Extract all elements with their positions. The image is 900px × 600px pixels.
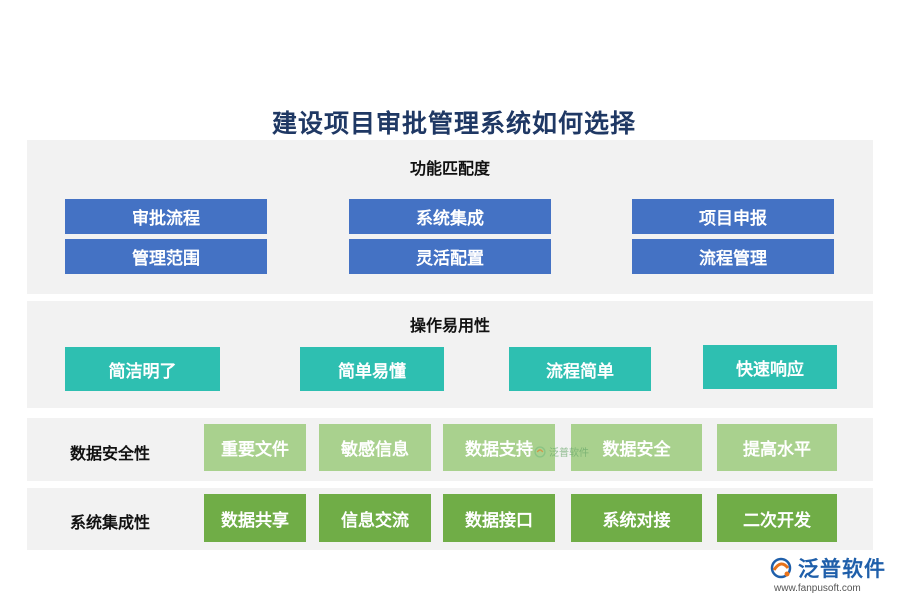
integration-item-info-exchange: 信息交流 <box>319 494 431 542</box>
small-watermark-text: 泛普软件 <box>549 448 589 459</box>
usability-item-simple-process: 流程简单 <box>509 347 651 391</box>
security-item-data-security: 数据安全 <box>571 424 702 471</box>
logo-swirl-icon <box>534 445 546 458</box>
integration-item-data-interface: 数据接口 <box>443 494 555 542</box>
function-match-title: 功能匹配度 <box>409 159 490 178</box>
security-item-important-files: 重要文件 <box>204 424 306 471</box>
security-item-improve-level: 提高水平 <box>717 424 837 471</box>
usability-item-fast-response: 快速响应 <box>703 345 837 389</box>
function-item-management-scope: 管理范围 <box>65 239 267 274</box>
integration-item-system-docking: 系统对接 <box>571 494 702 542</box>
security-item-sensitive-info: 敏感信息 <box>319 424 431 471</box>
function-item-process-management: 流程管理 <box>632 239 834 274</box>
function-item-approval-flow: 审批流程 <box>65 199 267 234</box>
data-security-label: 数据安全性 <box>70 444 151 463</box>
integration-item-data-sharing: 数据共享 <box>204 494 306 542</box>
logo-swirl-icon <box>770 557 792 579</box>
system-integration-label: 系统集成性 <box>70 513 151 532</box>
function-item-project-declaration: 项目申报 <box>632 199 834 234</box>
usability-item-concise: 简洁明了 <box>65 347 220 391</box>
logo-text: 泛普软件 <box>798 557 886 581</box>
logo-url: www.fanpusoft.com <box>774 583 861 594</box>
usability-item-easy-understand: 简单易懂 <box>300 347 444 391</box>
function-item-system-integration: 系统集成 <box>349 199 551 234</box>
usability-title: 操作易用性 <box>409 316 490 335</box>
brand-logo: 泛普软件 <box>768 553 886 583</box>
function-item-flexible-config: 灵活配置 <box>349 239 551 274</box>
diagram-title: 建设项目审批管理系统如何选择 <box>271 109 636 138</box>
small-watermark: 泛普软件 <box>533 444 589 459</box>
integration-item-secondary-dev: 二次开发 <box>717 494 837 542</box>
